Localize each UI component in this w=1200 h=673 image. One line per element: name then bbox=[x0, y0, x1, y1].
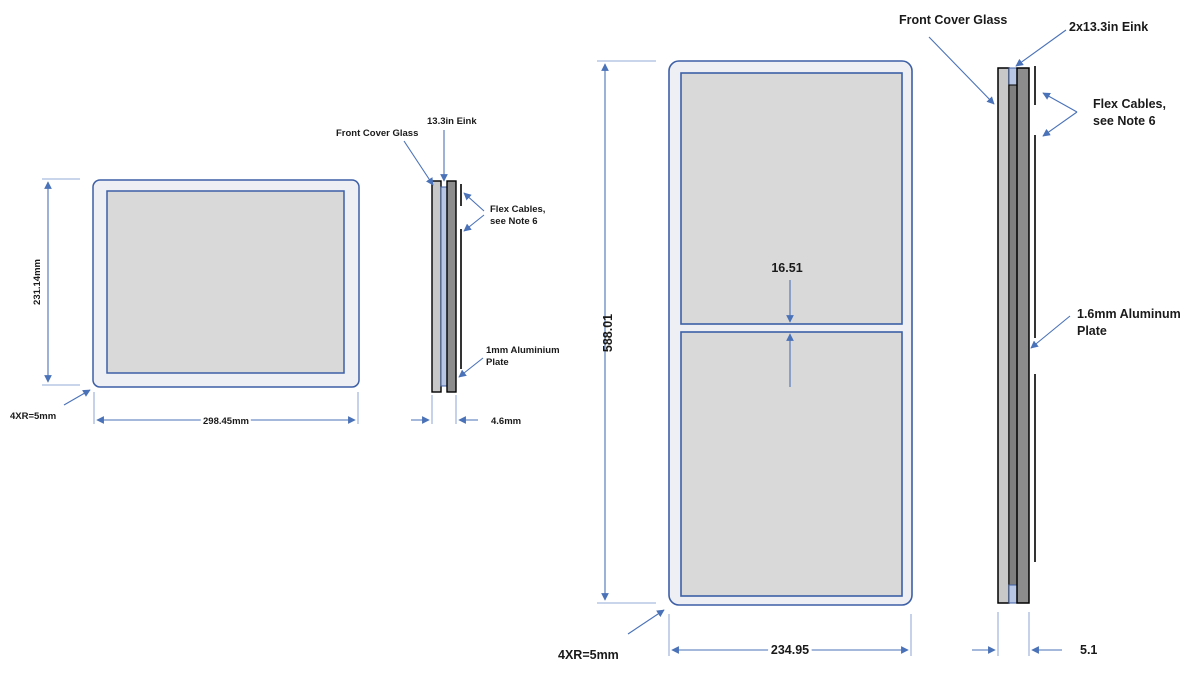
large-panel-height-label: 588.01 bbox=[601, 314, 615, 352]
small-side-plate bbox=[446, 180, 457, 393]
large-cables-label-line2: see Note 6 bbox=[1093, 114, 1156, 128]
large-cables-callout: Flex Cables, see Note 6 bbox=[1042, 92, 1166, 137]
small-plate-label-line2: Plate bbox=[486, 357, 509, 368]
small-panel-width-label: 298.45mm bbox=[203, 416, 249, 427]
large-side-eink-body bbox=[1008, 84, 1018, 586]
large-glass-label: Front Cover Glass bbox=[899, 13, 1007, 27]
large-panel-side-view bbox=[997, 66, 1036, 604]
small-side-eink bbox=[440, 186, 448, 387]
large-gap-label: 16.51 bbox=[771, 261, 802, 275]
small-side-glass bbox=[431, 180, 442, 393]
large-panel-screen-bottom bbox=[680, 331, 903, 597]
small-panel-height-dimension: 231.14mm bbox=[32, 178, 80, 386]
large-panel-radius-label: 4XR=5mm bbox=[558, 648, 619, 662]
small-glass-label: Front Cover Glass bbox=[336, 128, 418, 139]
large-plate-callout: 1.6mm Aluminum Plate bbox=[1030, 307, 1181, 349]
small-panel-radius-callout: 4XR=5mm bbox=[10, 389, 91, 422]
large-thickness-label: 5.1 bbox=[1080, 643, 1097, 657]
large-side-glass bbox=[997, 67, 1010, 604]
large-panel-height-dimension: 588.01 bbox=[597, 60, 656, 604]
small-panel-radius-label: 4XR=5mm bbox=[10, 411, 56, 422]
small-panel-width-dimension: 298.45mm bbox=[93, 392, 359, 430]
small-glass-callout: Front Cover Glass bbox=[336, 128, 434, 186]
large-panel-screen-top bbox=[680, 72, 903, 325]
small-cables-label-line2: see Note 6 bbox=[490, 216, 538, 227]
large-side-plate bbox=[1016, 67, 1030, 604]
small-eink-callout: 13.3in Eink bbox=[427, 116, 477, 182]
small-thickness-dimension: 4.6mm bbox=[411, 395, 521, 427]
large-panel-front-view bbox=[668, 60, 913, 606]
large-side-eink-top bbox=[1008, 67, 1018, 86]
small-cables-label-line1: Flex Cables, bbox=[490, 204, 545, 215]
small-plate-callout: 1mm Aluminium Plate bbox=[458, 345, 560, 378]
large-panel-radius-callout: 4XR=5mm bbox=[558, 609, 665, 662]
small-panel-screen bbox=[106, 190, 345, 374]
small-plate-label-line1: 1mm Aluminium bbox=[486, 345, 560, 356]
small-panel-side-view bbox=[431, 180, 462, 393]
large-eink-label: 2x13.3in Eink bbox=[1069, 20, 1148, 34]
large-glass-callout: Front Cover Glass bbox=[899, 13, 1007, 105]
small-eink-label: 13.3in Eink bbox=[427, 116, 477, 127]
large-side-eink-bottom bbox=[1008, 584, 1018, 604]
large-gap-dimension: 16.51 bbox=[771, 261, 803, 387]
large-plate-label-line1: 1.6mm Aluminum bbox=[1077, 307, 1181, 321]
small-panel-height-label: 231.14mm bbox=[32, 259, 43, 305]
small-panel-front-view bbox=[92, 179, 360, 388]
large-eink-callout: 2x13.3in Eink bbox=[1015, 20, 1148, 67]
large-thickness-dimension: 5.1 bbox=[972, 612, 1097, 657]
large-plate-label-line2: Plate bbox=[1077, 324, 1107, 338]
small-thickness-label: 4.6mm bbox=[491, 416, 521, 427]
small-cables-callout: Flex Cables, see Note 6 bbox=[463, 192, 545, 232]
large-panel-width-label: 234.95 bbox=[771, 643, 809, 657]
large-cables-label-line1: Flex Cables, bbox=[1093, 97, 1166, 111]
large-panel-width-dimension: 234.95 bbox=[668, 614, 912, 660]
